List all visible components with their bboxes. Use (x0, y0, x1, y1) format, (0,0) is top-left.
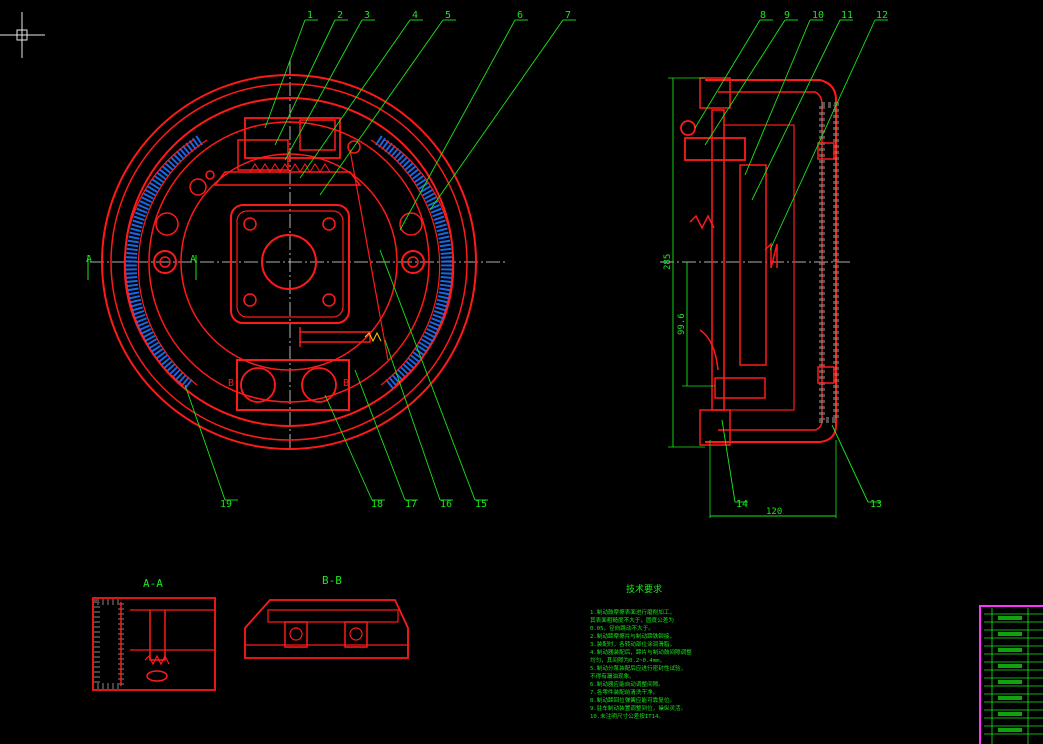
section-a-a (92, 597, 216, 691)
dim-285: 285 (663, 254, 673, 270)
section-mark-b-left: B (228, 378, 234, 389)
section-mark-b-right: B (343, 378, 349, 389)
balloon-15: 15 (475, 499, 487, 510)
note-line: 2.制动蹄摩擦片与制动蹄铁铆接， (590, 632, 675, 640)
section-mark-a-left: A (86, 254, 92, 265)
note-line: 均匀，其间隙为0.2~0.4mm， (590, 656, 665, 664)
balloon-6: 6 (517, 10, 523, 21)
front-view (87, 60, 505, 450)
dim-99-6: 99.6 (677, 313, 687, 335)
section-titles: A-A B-B (143, 574, 342, 590)
balloon-16: 16 (440, 499, 452, 510)
section-title-b-b: B-B (322, 574, 342, 587)
title-block (979, 605, 1043, 744)
balloon-19: 19 (220, 499, 232, 510)
balloon-17: 17 (405, 499, 417, 510)
section-mark-a-right: A (190, 254, 196, 265)
note-line: 10.未注明尺寸公差按IT14。 (590, 712, 664, 720)
balloon-9: 9 (784, 10, 790, 21)
note-line: 不得有漏油现象。 (590, 672, 635, 680)
dim-120: 120 (766, 507, 782, 517)
note-line: 9.驻车制动装置调整到位，操纵灵活。 (590, 704, 686, 712)
note-line: 其表面粗糙度不大于，圆度公差为 (590, 616, 674, 624)
balloon-10: 10 (812, 10, 824, 21)
balloon-labels: 1 2 3 4 5 6 7 8 9 10 11 12 19 18 17 16 1… (220, 10, 888, 510)
balloon-14: 14 (736, 499, 748, 510)
technical-notes: 技术要求 1.制动鼓摩擦表面进行磨削加工， 其表面粗糙度不大于，圆度公差为 0.… (590, 583, 692, 720)
front-leaders (184, 19, 576, 501)
balloon-5: 5 (445, 10, 451, 21)
balloon-18: 18 (371, 499, 383, 510)
section-marks: A A B B (86, 254, 349, 389)
balloon-13: 13 (870, 499, 882, 510)
balloon-12: 12 (876, 10, 888, 21)
balloon-4: 4 (412, 10, 418, 21)
dimension-texts: 285 99.6 120 (663, 254, 782, 517)
note-line: 7.各零件装配前清洗干净。 (590, 688, 658, 696)
balloon-8: 8 (760, 10, 766, 21)
note-line: 6.制动器应能自动调整间隙。 (590, 680, 664, 688)
balloon-11: 11 (841, 10, 853, 21)
side-leaders (694, 19, 888, 503)
balloon-2: 2 (337, 10, 343, 21)
section-b-b (244, 599, 409, 659)
balloon-7: 7 (565, 10, 571, 21)
cursor-crosshair-icon (0, 12, 45, 58)
balloon-1: 1 (307, 10, 313, 21)
balloon-3: 3 (364, 10, 370, 21)
note-line: 8.制动蹄回位弹簧应能可靠复位。 (590, 696, 675, 704)
note-line: 0.05，径向跳动不大于。 (590, 624, 654, 632)
section-title-a-a: A-A (143, 577, 163, 590)
note-line: 5.制动分泵装配后应进行密封性试验， (590, 664, 686, 672)
note-line: 4.制动器装配后，蹄片与制动鼓间隙调整 (590, 648, 692, 656)
note-line: 3.装配时，各转动部位涂润滑脂， (590, 640, 675, 648)
side-view (660, 77, 850, 518)
notes-title: 技术要求 (626, 583, 662, 595)
note-line: 1.制动鼓摩擦表面进行磨削加工， (590, 608, 675, 616)
